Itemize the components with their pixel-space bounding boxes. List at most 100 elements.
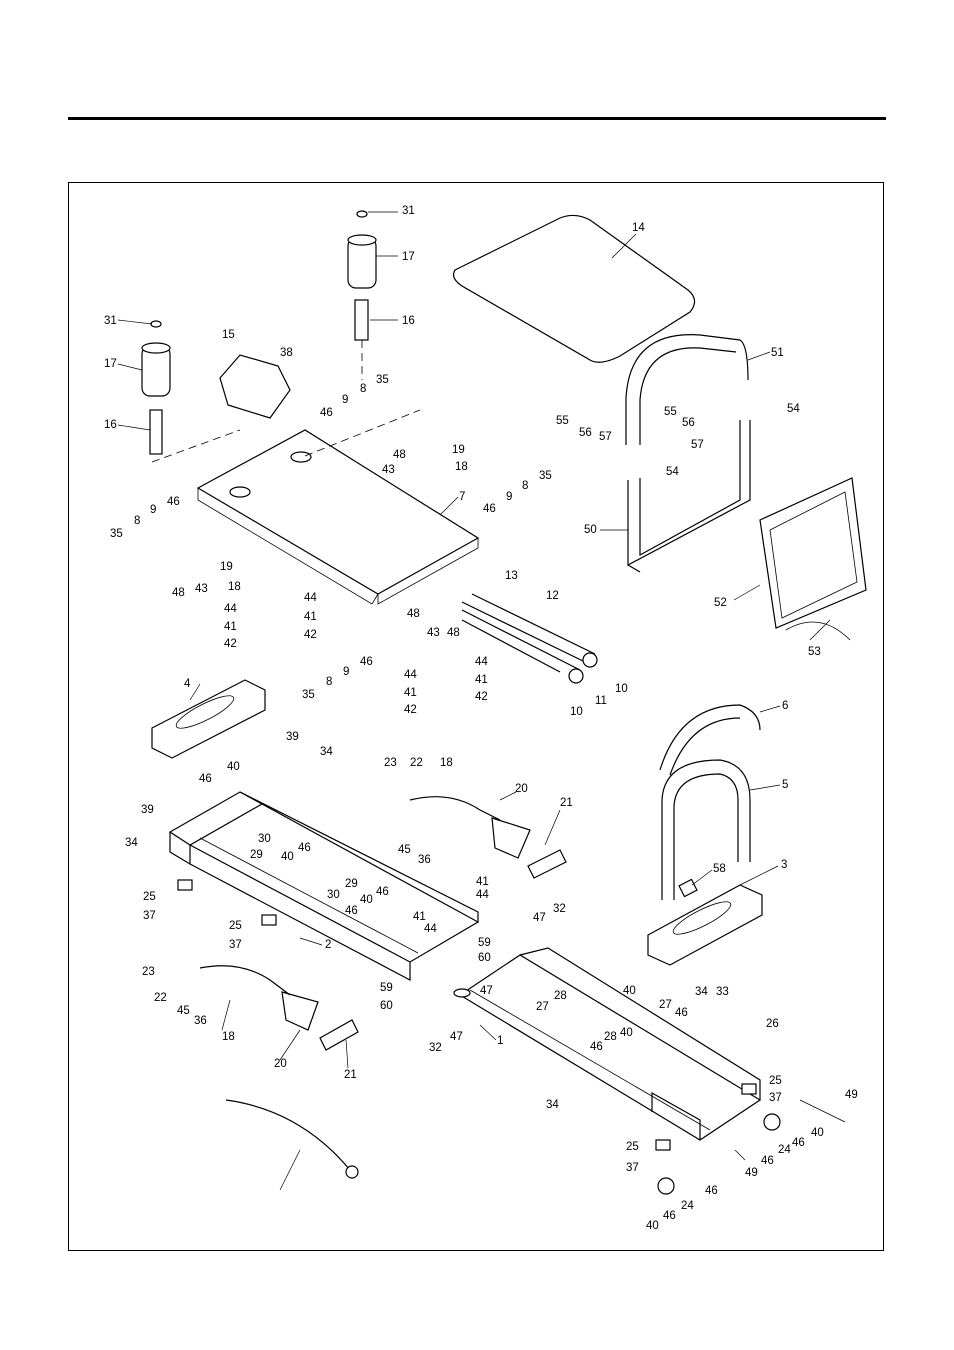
part-label: 31 <box>402 205 415 217</box>
part-label: 20 <box>274 1058 287 1070</box>
part-label: 46 <box>199 773 212 785</box>
part-label: 15 <box>222 329 235 341</box>
foot-25-c <box>177 879 193 891</box>
part-label: 38 <box>280 347 293 359</box>
seat-pad <box>452 214 696 363</box>
part-label: 25 <box>769 1075 782 1087</box>
part-label: 48 <box>447 627 460 639</box>
part-label: 9 <box>150 504 156 516</box>
part-label: 40 <box>227 761 240 773</box>
part-label: 30 <box>327 889 340 901</box>
part-label: 57 <box>599 431 612 443</box>
part-label: 46 <box>345 905 358 917</box>
part-label: 18 <box>222 1031 235 1043</box>
head-rest <box>219 354 291 419</box>
part-label: 40 <box>620 1027 633 1039</box>
part-label: 33 <box>716 986 729 998</box>
part-label: 25 <box>626 1141 639 1153</box>
part-label: 36 <box>418 854 431 866</box>
part-label: 29 <box>250 849 263 861</box>
part-label: 6 <box>782 700 788 712</box>
part-label: 40 <box>623 985 636 997</box>
part-label: 48 <box>407 608 420 620</box>
foot-25-b <box>655 1139 671 1151</box>
part-label: 46 <box>320 407 333 419</box>
part-label: 29 <box>345 878 358 890</box>
part-label: 46 <box>761 1155 774 1167</box>
part-label: 42 <box>224 638 237 650</box>
part-label: 35 <box>110 528 123 540</box>
part-label: 8 <box>522 480 528 492</box>
part-label: 52 <box>714 597 727 609</box>
end-cap-4 <box>151 679 266 759</box>
part-label: 37 <box>229 939 242 951</box>
net-panel <box>759 477 867 641</box>
part-label: 50 <box>584 524 597 536</box>
part-label: 30 <box>258 833 271 845</box>
part-label: 40 <box>281 851 294 863</box>
part-label: 49 <box>845 1089 858 1101</box>
part-label: 44 <box>224 603 237 615</box>
part-label: 47 <box>450 1031 463 1043</box>
part-label: 19 <box>452 444 465 456</box>
part-label: 12 <box>546 590 559 602</box>
part-label: 34 <box>320 746 333 758</box>
part-label: 39 <box>286 731 299 743</box>
part-label: 10 <box>615 683 628 695</box>
part-label: 46 <box>590 1041 603 1053</box>
part-label: 45 <box>398 844 411 856</box>
part-label: 43 <box>427 627 440 639</box>
wheel-upper <box>763 1113 781 1131</box>
part-label: 42 <box>475 691 488 703</box>
part-label: 34 <box>546 1099 559 1111</box>
part-label: 41 <box>304 611 317 623</box>
part-label: 31 <box>104 315 117 327</box>
part-label: 46 <box>675 1007 688 1019</box>
strap-lower <box>199 965 359 1051</box>
part-label: 44 <box>304 592 317 604</box>
part-label: 35 <box>376 374 389 386</box>
part-label: 22 <box>410 757 423 769</box>
header-rule <box>68 117 886 120</box>
wheel-lower <box>657 1177 675 1195</box>
part-label: 23 <box>142 966 155 978</box>
part-label: 42 <box>304 629 317 641</box>
part-label: 58 <box>713 863 726 875</box>
part-label: 35 <box>302 689 315 701</box>
part-label: 23 <box>384 757 397 769</box>
part-label: 46 <box>167 496 180 508</box>
part-label: 4 <box>184 678 191 690</box>
part-label: 46 <box>483 503 496 515</box>
part-label: 21 <box>344 1069 357 1081</box>
leader-lines <box>117 211 846 1191</box>
part-label: 3 <box>781 859 787 871</box>
part-label: 60 <box>478 952 491 964</box>
base-frame-1 <box>453 947 762 1141</box>
part-label: 41 <box>413 911 426 923</box>
part-label: 47 <box>533 912 546 924</box>
part-label: 59 <box>478 937 491 949</box>
part-label: 45 <box>177 1005 190 1017</box>
part-label: 1 <box>497 1035 503 1047</box>
end-cap-3 <box>647 878 763 966</box>
part-label: 56 <box>579 427 592 439</box>
part-label: 54 <box>787 403 800 415</box>
part-label: 43 <box>195 583 208 595</box>
part-label: 46 <box>792 1137 805 1149</box>
part-label: 59 <box>380 982 393 994</box>
part-label: 60 <box>380 1000 393 1012</box>
part-label: 44 <box>476 889 489 901</box>
part-label: 11 <box>595 695 607 707</box>
right-post-assembly <box>347 210 377 380</box>
part-label: 40 <box>360 894 373 906</box>
part-label: 16 <box>104 419 117 431</box>
part-label: 41 <box>476 876 489 888</box>
strap-upper <box>409 796 567 879</box>
part-label: 28 <box>554 990 567 1002</box>
part-label: 41 <box>475 674 488 686</box>
part-label: 22 <box>154 992 167 1004</box>
part-label: 17 <box>402 251 415 263</box>
part-label: 7 <box>459 491 465 503</box>
part-label: 26 <box>766 1018 779 1030</box>
